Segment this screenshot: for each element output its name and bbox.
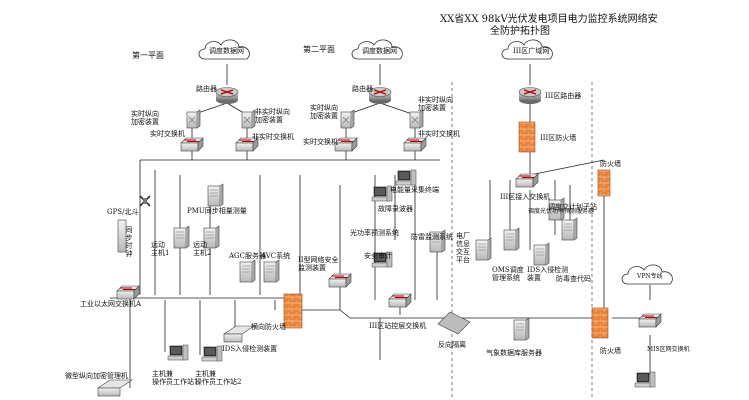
industrial-switch-icon: [116, 285, 140, 300]
cloud-label-1: 调度数据网: [209, 47, 244, 55]
agc-label: AGC服务器: [229, 252, 267, 260]
diagram-title-line1: XX省XX 98kV光伏发电项目电力监控系统网络安: [440, 14, 658, 25]
oms-label: OMS调度 管理系统: [492, 266, 524, 282]
realtime-enc2-label: 实时纵向 加密装置: [310, 104, 338, 120]
industrial-switch-label: 工业以太网交换机A: [80, 300, 142, 308]
plan-server-icon: [533, 242, 550, 266]
protection-mgmt-label: 防雷监测系统: [411, 233, 453, 241]
second-plane-label: 第二平面: [303, 45, 335, 54]
operator-ws2-icon: [201, 345, 223, 362]
micro-mgmt-label: 微型纵向加密管理机: [65, 372, 128, 380]
pmu-icon: [207, 183, 224, 207]
router-1-icon: [215, 86, 239, 105]
ups-power-label: 光功率预测系统: [350, 229, 399, 237]
zone3-access-switch-icon: [515, 173, 539, 188]
plan-station-label: 调度交计划子站: [548, 203, 597, 211]
gps-body: [143, 198, 147, 204]
realtime-sw1-label: 实时交换机: [150, 130, 185, 138]
station-switch-label: III区站控层交换机: [369, 322, 427, 330]
operator-ws1-icon: [167, 344, 189, 361]
nonrealtime-enc2-label: 非实时纵向 加密装置: [418, 96, 453, 112]
ids-device-icon: [223, 325, 255, 335]
horizontal-firewall-icon: [283, 293, 303, 329]
oms-server-icon: [475, 237, 492, 261]
first-plane-label: 第一平面: [132, 51, 164, 60]
ids3-server-icon: [503, 227, 520, 251]
fw-right-label: 防火墙: [600, 160, 621, 168]
router2-label: 路由器: [352, 85, 373, 93]
gps-label: GPS/北斗: [107, 208, 139, 216]
reverse-isolator-icon: [437, 311, 471, 335]
fault-recorder-pc-icon: [371, 185, 393, 202]
realtime-encryptor-1-icon: [186, 109, 201, 129]
cloud-label-3: III区广域网: [513, 47, 550, 55]
nonrealtime-sw2-label: 非实时交换机: [418, 130, 460, 138]
realtime-switch-1-icon: [180, 137, 204, 152]
mis-switch-label: MIS区网交换机: [647, 346, 690, 353]
pmu-label: PMU同步相量测量: [187, 207, 247, 215]
weather-server-label: 气象数据库服务器: [486, 349, 542, 357]
nonrealtime-enc1-label: 非实时纵向 加密装置: [255, 108, 290, 124]
nonrealtime-encryptor-2-icon: [409, 109, 424, 129]
fault-recorder-label: 故障录波器: [378, 205, 413, 213]
router-3-icon: [518, 86, 542, 105]
connections: [110, 64, 651, 388]
router3-label: III区路由器: [545, 92, 582, 100]
reverse-iso-label: 反向隔离: [438, 341, 466, 349]
info-platform-label: 电厂 信息 交互 平台: [456, 232, 470, 264]
antivirus3-server-icon: [561, 217, 578, 241]
fw-bottom-label: 防火墙: [600, 347, 621, 355]
zone-separators: [451, 82, 593, 400]
router1-label: 路由器: [196, 85, 217, 93]
power-collector-label: 电能量采集终端: [390, 186, 439, 194]
fw3-label: III区防火墙: [540, 134, 577, 142]
mis-pc-icon: [634, 371, 656, 388]
host1-icon: [173, 225, 190, 249]
ids3-label: IDS入侵检测 装置: [527, 266, 569, 282]
micro-mgmt-icon: [97, 379, 133, 389]
cloud-label-vpn: VPN专线: [637, 273, 663, 280]
security-monitor-label: II型网络安全 监测装置: [298, 256, 339, 272]
power-collector-pc-icon: [395, 169, 417, 186]
mis-switch-icon: [638, 313, 662, 328]
antivirus-label: 防毒查代码: [556, 275, 591, 283]
security-monitor-icon: [328, 273, 352, 288]
sync-clock-icon: [117, 219, 127, 253]
sync-clock-label: 同步时钟: [125, 226, 133, 258]
nonrealtime-switch-2-icon: [403, 137, 427, 152]
security-audit-label: 安全审计: [364, 252, 392, 260]
micro-mgmt-body: [97, 387, 121, 397]
main-ws-label: 主机兼 操作员工作站1: [152, 370, 199, 386]
firewall-zone3-icon: [518, 121, 536, 153]
op-ws-label: 主机兼 操作员工作站2: [195, 370, 242, 386]
avc-server-icon: [263, 259, 280, 283]
host1-label: 远动 主机1: [151, 241, 170, 257]
avc-label: AVC系统: [261, 252, 291, 260]
firewall-bottom-icon: [591, 307, 609, 339]
sw3-label: III区接入交换机: [500, 193, 551, 201]
nonrealtime-sw1-label: 非实时交换机: [252, 133, 294, 141]
weather-server-icon: [513, 317, 530, 341]
station-switch-icon: [388, 293, 412, 308]
realtime-sw2-label: 实时交换机: [303, 138, 338, 146]
cloud-label-2: 调度数据网: [362, 47, 397, 55]
diagram-title-line2: 全防护拓扑图: [490, 26, 550, 37]
ids-device-body: [223, 333, 243, 343]
ids-bottom-label: IDS入侵检测装置: [222, 345, 278, 353]
firewall-right-icon: [597, 169, 611, 197]
predict-server-label: 调度光伏功率预测服务器: [528, 208, 595, 215]
horizontal-fw-label: 横向防火墙: [251, 323, 286, 331]
realtime-switch-2-icon: [334, 137, 358, 152]
realtime-encryptor-2-icon: [340, 109, 355, 129]
host2-label: 远动 主机2: [193, 241, 212, 257]
realtime-enc1-label: 实时纵向 加密装置: [131, 110, 159, 126]
nonrealtime-encryptor-1-icon: [241, 109, 256, 129]
agc-server-icon: [239, 259, 256, 283]
